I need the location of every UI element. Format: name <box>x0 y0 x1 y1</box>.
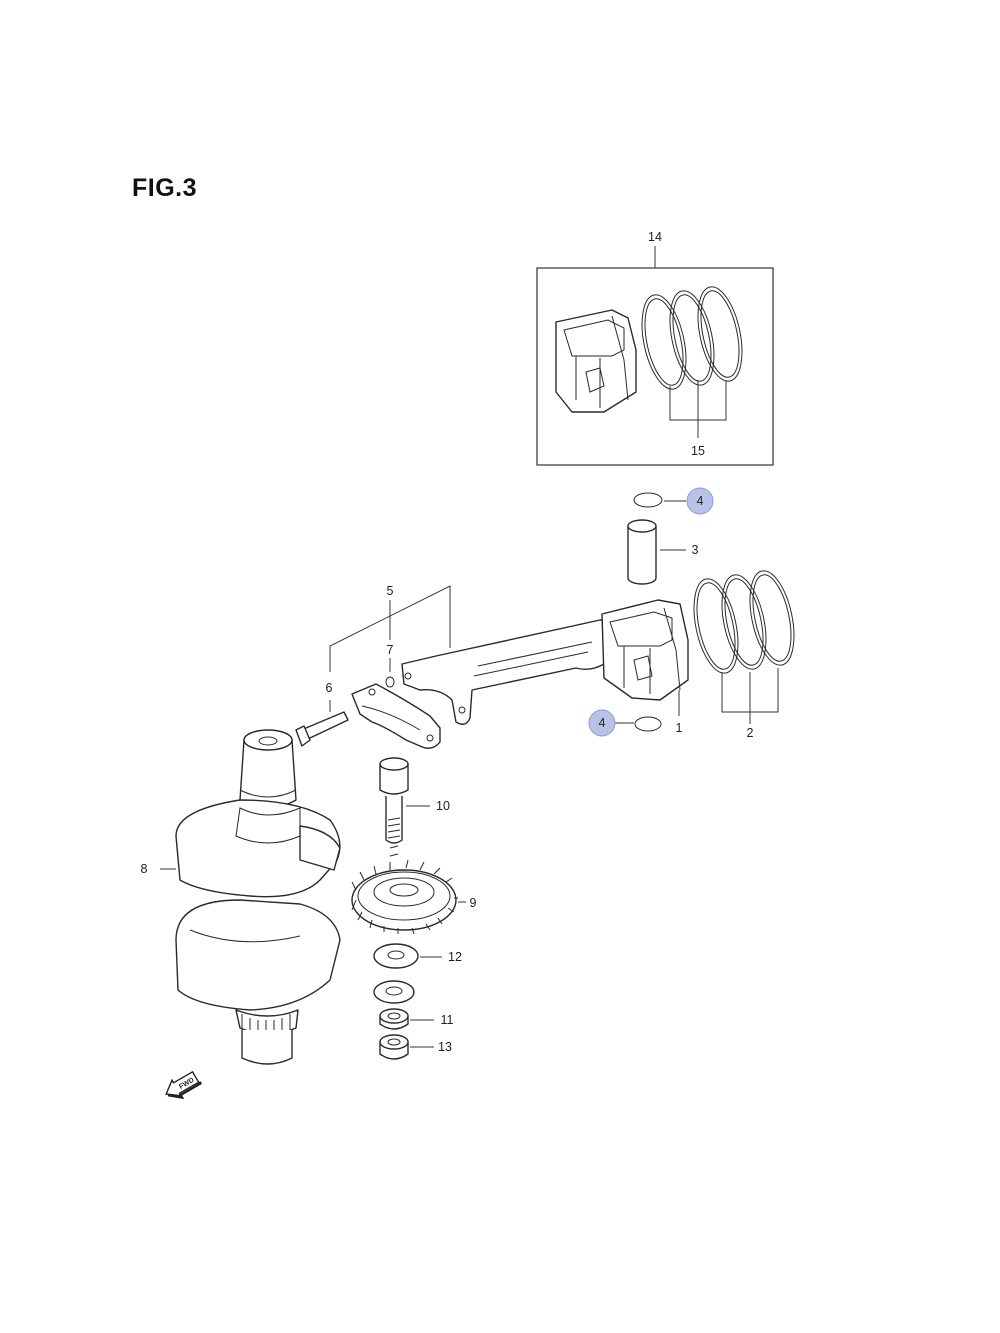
conrod-bolt <box>295 700 349 747</box>
callout-11: 11 <box>441 1013 454 1027</box>
spacer <box>379 1008 434 1030</box>
callout-1: 1 <box>676 721 683 735</box>
callout-10: 10 <box>436 799 450 813</box>
washers <box>373 943 442 1004</box>
piston-pin <box>627 519 686 585</box>
fwd-arrow-icon: FWD <box>165 1070 203 1100</box>
crankshaft <box>160 729 341 1065</box>
callout-4-upper: 4 <box>697 494 704 508</box>
circlip-upper <box>633 492 686 508</box>
callout-4-upper-highlight <box>686 487 714 515</box>
callout-9: 9 <box>470 896 477 910</box>
callout-7: 7 <box>387 643 394 657</box>
crank-gear <box>351 859 466 935</box>
callout-12: 12 <box>448 950 462 964</box>
figure-title: FIG.3 <box>132 174 198 202</box>
callout-6: 6 <box>326 681 333 695</box>
callout-2: 2 <box>747 726 754 740</box>
piston-assembly-box <box>536 246 774 466</box>
gear-nut <box>379 1034 434 1060</box>
conrod-cap <box>351 683 441 749</box>
callout-4-lower: 4 <box>599 716 606 730</box>
circlip-lower <box>612 716 662 732</box>
callout-5: 5 <box>387 584 394 598</box>
callout-15: 15 <box>691 444 705 458</box>
callout-8: 8 <box>141 862 148 876</box>
dowel-pin <box>385 658 395 688</box>
conrod-bracket <box>329 585 451 672</box>
gear-shaft <box>379 757 430 857</box>
piston-rings <box>693 570 795 724</box>
callout-3: 3 <box>692 543 699 557</box>
callout-13: 13 <box>438 1040 452 1054</box>
piston <box>601 599 689 701</box>
connecting-rod <box>401 619 614 725</box>
callout-14: 14 <box>648 230 662 244</box>
callout-4-lower-highlight <box>588 709 616 737</box>
